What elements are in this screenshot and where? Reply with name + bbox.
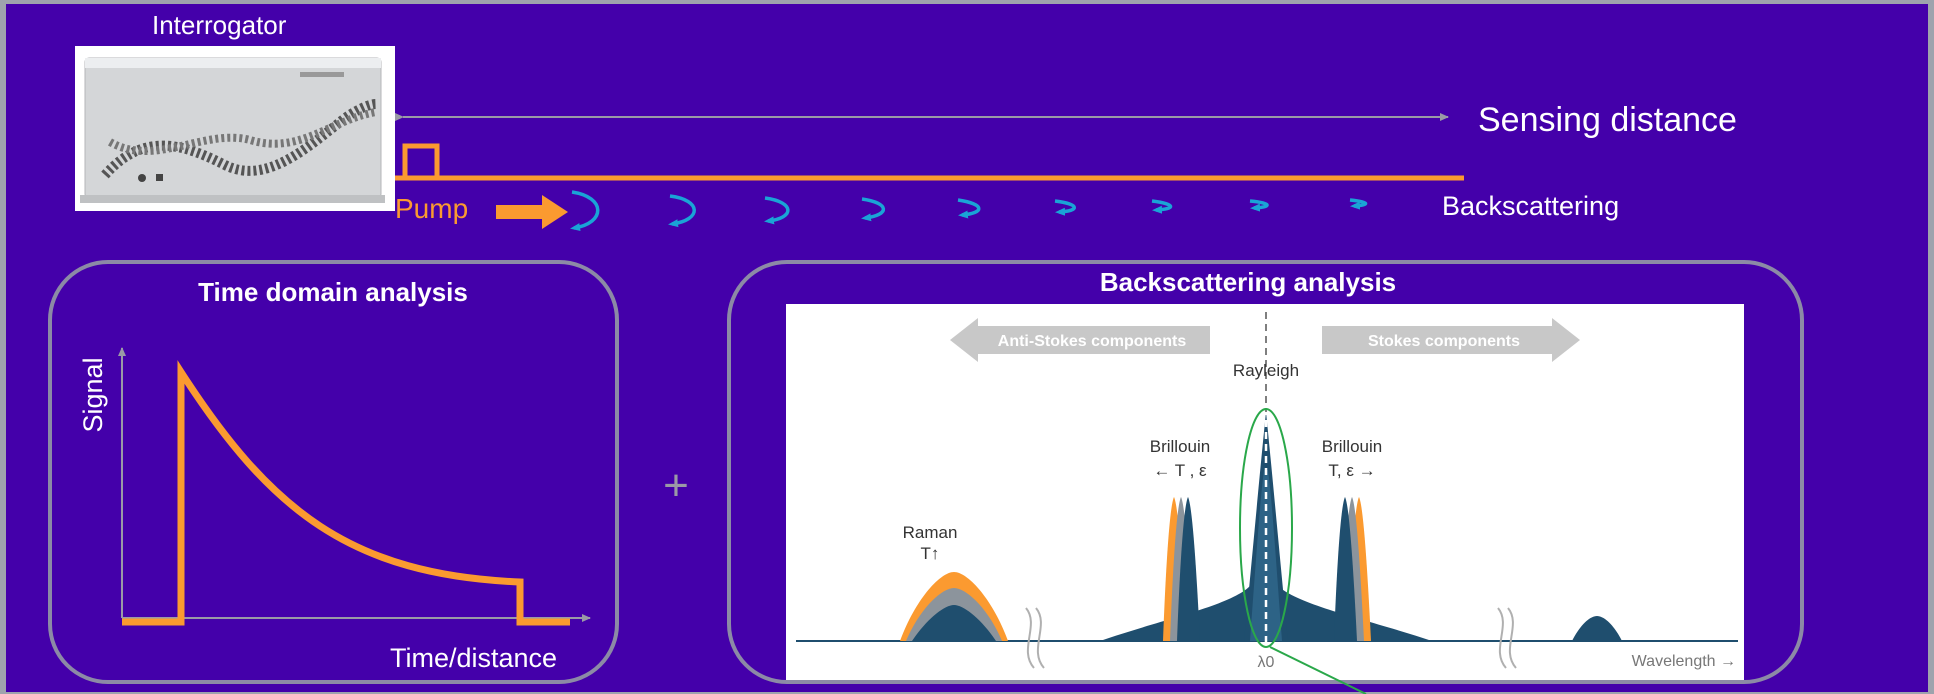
backscattering-panel <box>727 260 1804 684</box>
pump-label: Pump <box>395 193 468 224</box>
anti-stokes-label: Anti-Stokes components <box>998 333 1187 350</box>
backscatter-arrows <box>570 190 1368 232</box>
axis-break-right <box>1497 607 1517 669</box>
interrogator-device <box>75 46 395 211</box>
anti-stokes-arrow <box>950 318 1210 362</box>
brillouin-right-label: Brillouin <box>1322 437 1382 456</box>
brillouin-right-param-label: T, ε → <box>1328 461 1375 480</box>
stokes-arrow <box>1322 318 1580 362</box>
y-axis-label: Signal <box>78 357 108 432</box>
rayleigh-label: Rayleigh <box>1233 361 1299 380</box>
raman-t-label: T↑ <box>921 544 940 563</box>
backscattering-label: Backscattering <box>1442 191 1619 221</box>
brillouin-left-param-label: ← T , ε <box>1153 461 1207 480</box>
time-domain-panel <box>48 260 619 684</box>
brillouin-right-peaks <box>1334 497 1371 641</box>
plus-sign: + <box>663 461 689 510</box>
pump-pulse <box>402 143 440 178</box>
highlight-leader-line <box>1269 646 1367 694</box>
raman-peak <box>900 572 1008 641</box>
right-small-peak <box>1572 616 1622 641</box>
signal-trace <box>122 360 570 626</box>
wavelength-axis-label: Wavelength → <box>1632 653 1736 670</box>
rayleigh-highlight-ellipse <box>1239 408 1293 648</box>
pump-arrow <box>496 195 568 229</box>
brillouin-left-label: Brillouin <box>1150 437 1210 456</box>
stokes-label: Stokes components <box>1368 333 1520 350</box>
axis-break-left <box>1025 607 1045 669</box>
spectrum-panel-title: Backscattering analysis <box>1100 267 1396 297</box>
x-axis-label: Time/distance <box>390 643 557 673</box>
time-panel-title: Time domain analysis <box>198 277 468 307</box>
sensing-distance-label: Sensing distance <box>1478 101 1737 139</box>
lambda0-label: λ0 <box>1258 654 1275 671</box>
raman-label: Raman <box>903 523 958 542</box>
brillouin-left-peaks <box>1163 497 1200 641</box>
interrogator-label: Interrogator <box>152 10 287 40</box>
